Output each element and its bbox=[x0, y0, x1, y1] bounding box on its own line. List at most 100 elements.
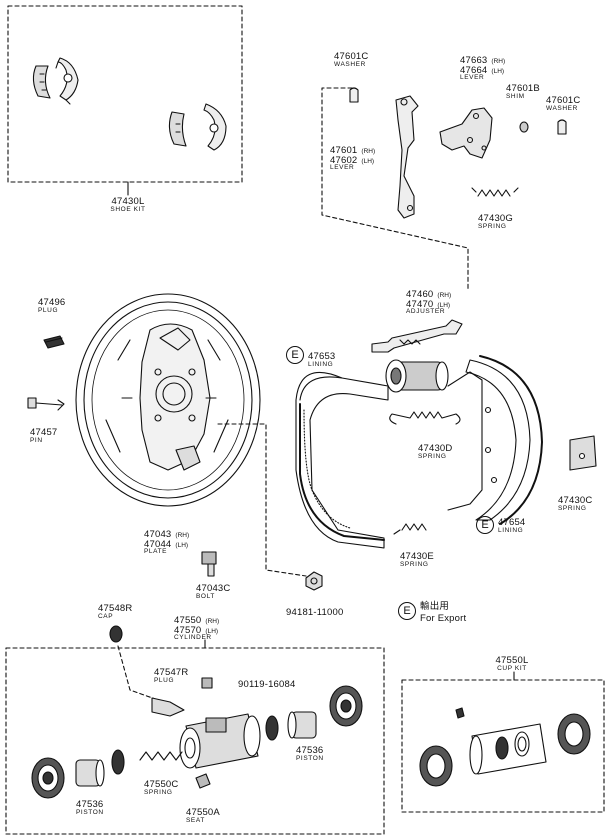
adjuster-icon bbox=[371, 319, 463, 353]
spring-c-label: 47430C SPRING bbox=[558, 496, 592, 512]
shoe-kit-frame bbox=[7, 5, 243, 183]
cup-left-icon bbox=[111, 749, 125, 775]
shoe-kit-illustration bbox=[32, 57, 227, 151]
part-number-lh: 47664 bbox=[460, 64, 488, 76]
part-number: 47043C bbox=[196, 583, 231, 594]
side-lh: (LH) bbox=[437, 301, 451, 309]
part-name: PIN bbox=[30, 436, 43, 444]
lining-top-label: 47653 LINING bbox=[308, 352, 335, 368]
part-number-rh: 47460 bbox=[406, 289, 434, 300]
cap-icon bbox=[109, 625, 123, 643]
part-name: SPRING bbox=[558, 504, 587, 512]
part-name: CYLINDER bbox=[174, 634, 212, 641]
part-number: 47430D bbox=[418, 443, 453, 454]
part-name: PISTON bbox=[76, 808, 104, 816]
seat-icon bbox=[195, 773, 211, 789]
side-lh: (LH) bbox=[205, 627, 219, 635]
side-rh: (RH) bbox=[491, 58, 506, 65]
washer-leader bbox=[321, 87, 469, 291]
spring-cyl-label: 47550C SPRING bbox=[144, 780, 178, 796]
part-name: PISTON bbox=[296, 754, 324, 762]
part-name: LEVER bbox=[330, 164, 355, 171]
wheel-cylinder-body-icon bbox=[179, 713, 261, 769]
part-number-lh: 47602 bbox=[330, 154, 358, 166]
part-number-rh: 47663 bbox=[460, 55, 488, 66]
spring-e-icon bbox=[401, 523, 427, 531]
cup-icon bbox=[265, 715, 279, 741]
part-name: CAP bbox=[98, 612, 114, 620]
seat-label: 47550A SEAT bbox=[186, 808, 220, 824]
plate-label: 47043(RH) 47044(LH) PLATE bbox=[144, 530, 189, 556]
part-name: SPRING bbox=[400, 560, 429, 568]
spring-g-icon bbox=[477, 189, 511, 197]
side-rh: (RH) bbox=[205, 618, 220, 625]
part-name: ADJUSTER bbox=[406, 308, 446, 315]
part-number: 47653 bbox=[308, 351, 336, 362]
bolt-icon bbox=[201, 551, 217, 577]
piston-left-label: 47536 PISTON bbox=[76, 800, 104, 816]
export-mark-icon: E bbox=[286, 346, 304, 364]
part-number: 47496 bbox=[38, 297, 66, 308]
cylinder-kit-frame bbox=[5, 647, 385, 835]
bleeder-bolt-icon bbox=[201, 677, 213, 689]
part-number-rh: 47043 bbox=[144, 529, 172, 540]
plug-label: 47496 PLUG bbox=[38, 298, 65, 314]
spring-c-icon bbox=[569, 435, 597, 471]
bleeder-plug-icon bbox=[151, 697, 185, 717]
bleeder-bolt-label: 90119-16084 bbox=[238, 680, 296, 690]
part-number: 47457 bbox=[30, 427, 58, 438]
part-number: 47654 bbox=[498, 517, 526, 528]
part-number: 47550L bbox=[495, 655, 529, 666]
side-rh: (RH) bbox=[175, 532, 190, 539]
export-japanese: 輸出用 bbox=[420, 601, 450, 612]
part-number: 47548R bbox=[98, 603, 133, 614]
boot-left-icon bbox=[31, 757, 65, 799]
part-number: 47601C bbox=[546, 95, 581, 106]
side-rh: (RH) bbox=[437, 292, 452, 299]
piston-right-label: 47536 PISTON bbox=[296, 746, 324, 762]
export-mark-icon: E bbox=[398, 602, 416, 620]
part-name: WASHER bbox=[546, 104, 578, 112]
part-number-rh: 47601 bbox=[330, 145, 358, 156]
part-name: LINING bbox=[308, 360, 334, 368]
nut-label: 94181-11000 bbox=[286, 608, 344, 618]
part-name: SEAT bbox=[186, 816, 205, 824]
lever-right-label: 47663(RH) 47664(LH) LEVER bbox=[460, 56, 505, 82]
part-number: 47547R bbox=[154, 667, 189, 678]
part-name: PLUG bbox=[154, 676, 175, 684]
part-name: PLATE bbox=[144, 548, 168, 555]
cap-label: 47548R CAP bbox=[98, 604, 132, 620]
export-english: For Export bbox=[420, 612, 467, 624]
part-name: BOLT bbox=[196, 592, 215, 600]
part-number: 47430C bbox=[558, 495, 593, 506]
washer-left-icon bbox=[349, 87, 359, 103]
washer-right-label: 47601C WASHER bbox=[546, 96, 580, 112]
bolt-label: 47043C BOLT bbox=[196, 584, 230, 600]
cylinder-label: 47550(RH) 47570(LH) CYLINDER bbox=[174, 616, 219, 642]
spring-e-label: 47430E SPRING bbox=[400, 552, 434, 568]
part-name: SHIM bbox=[506, 92, 525, 100]
part-number: 47550A bbox=[186, 807, 220, 818]
part-name: SHOE KIT bbox=[110, 205, 146, 213]
cup-kit-illustration bbox=[419, 707, 591, 787]
washer-right-icon bbox=[557, 119, 567, 135]
backing-plate-icon bbox=[75, 293, 261, 507]
part-number: 47430L bbox=[111, 196, 145, 207]
part-number: 90119-16084 bbox=[238, 679, 296, 690]
pin-label: 47457 PIN bbox=[30, 428, 57, 444]
part-name: WASHER bbox=[334, 60, 366, 68]
part-name: CUP KIT bbox=[497, 664, 527, 672]
cup-kit-label: 47550L CUP KIT bbox=[496, 656, 529, 672]
part-number-lh: 47570 bbox=[174, 624, 202, 636]
pin-icon bbox=[27, 397, 65, 411]
plug-icon bbox=[43, 335, 65, 349]
part-name: SPRING bbox=[418, 452, 447, 460]
shim-label: 47601B SHIM bbox=[506, 84, 540, 100]
part-name: SPRING bbox=[144, 788, 173, 796]
part-number: 47536 bbox=[76, 799, 104, 810]
part-name: SPRING bbox=[478, 222, 507, 230]
brake-shoe-right-icon bbox=[447, 355, 543, 525]
lever-left-label: 47601(RH) 47602(LH) LEVER bbox=[330, 146, 375, 172]
spring-g-label: 47430G SPRING bbox=[478, 214, 513, 230]
